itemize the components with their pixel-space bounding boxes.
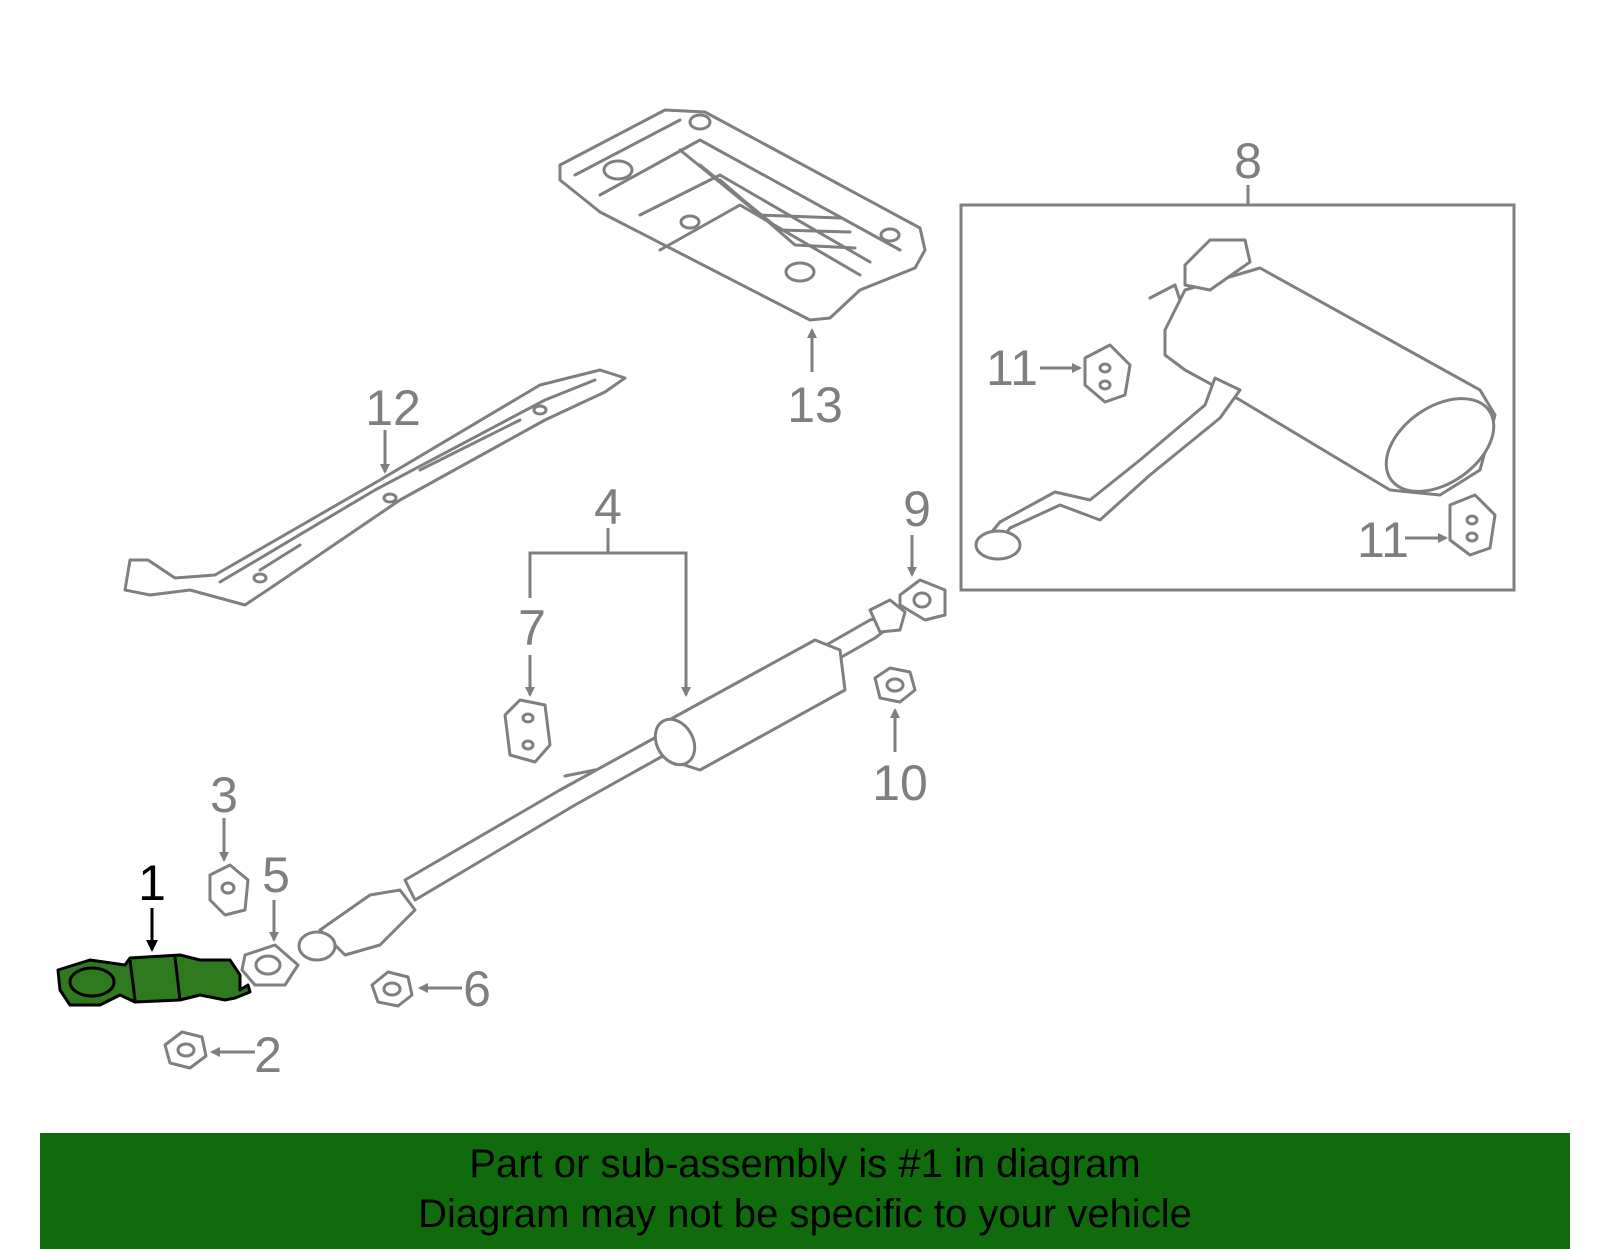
callout-5: 5	[262, 847, 290, 903]
callout-4: 4	[594, 479, 622, 535]
callout-11b: 11	[1357, 512, 1409, 568]
callout-6: 6	[463, 961, 491, 1017]
callout-7: 7	[518, 600, 546, 656]
part-8-muffler	[974, 238, 1497, 561]
part-4-intermediate-pipe	[297, 598, 907, 962]
callout-9: 9	[903, 481, 931, 537]
callout-8: 8	[1234, 133, 1262, 189]
callout-1: 1	[138, 855, 166, 911]
callout-3: 3	[210, 767, 238, 823]
leader-lines	[146, 185, 1448, 1057]
callout-12: 12	[365, 380, 421, 436]
banner-line-2: Diagram may not be specific to your vehi…	[418, 1192, 1192, 1236]
part-7-hanger	[503, 698, 552, 764]
callout-2: 2	[254, 1027, 282, 1083]
part-8-box	[959, 203, 1516, 592]
part-6-nut	[370, 970, 414, 1008]
part-13-heat-shield	[558, 108, 927, 322]
part-11b-hanger	[1448, 493, 1497, 557]
callout-10: 10	[872, 755, 928, 811]
info-banner: Part or sub-assembly is #1 in diagram Di…	[40, 1133, 1570, 1249]
banner-line-1: Part or sub-assembly is #1 in diagram	[469, 1142, 1141, 1186]
part-12-cross-member	[123, 368, 627, 607]
callout-11a: 11	[986, 340, 1038, 396]
part-10-nut	[873, 666, 917, 704]
part-1-catalytic-converter	[56, 953, 252, 1007]
bracket-4	[528, 551, 691, 697]
callout-labels: 1 2 3 4 5 6 7 8 9 10 11 11 12 13	[138, 133, 1409, 1083]
exhaust-diagram: 1 2 3 4 5 6 7 8 9 10 11 11 12 13	[56, 108, 1516, 1083]
part-3-gasket	[208, 863, 250, 917]
callout-13: 13	[787, 377, 843, 433]
part-5-gasket	[240, 943, 300, 987]
part-9-gasket	[898, 578, 947, 622]
part-11a-hanger	[1083, 343, 1132, 404]
part-2-nut	[163, 1030, 208, 1070]
